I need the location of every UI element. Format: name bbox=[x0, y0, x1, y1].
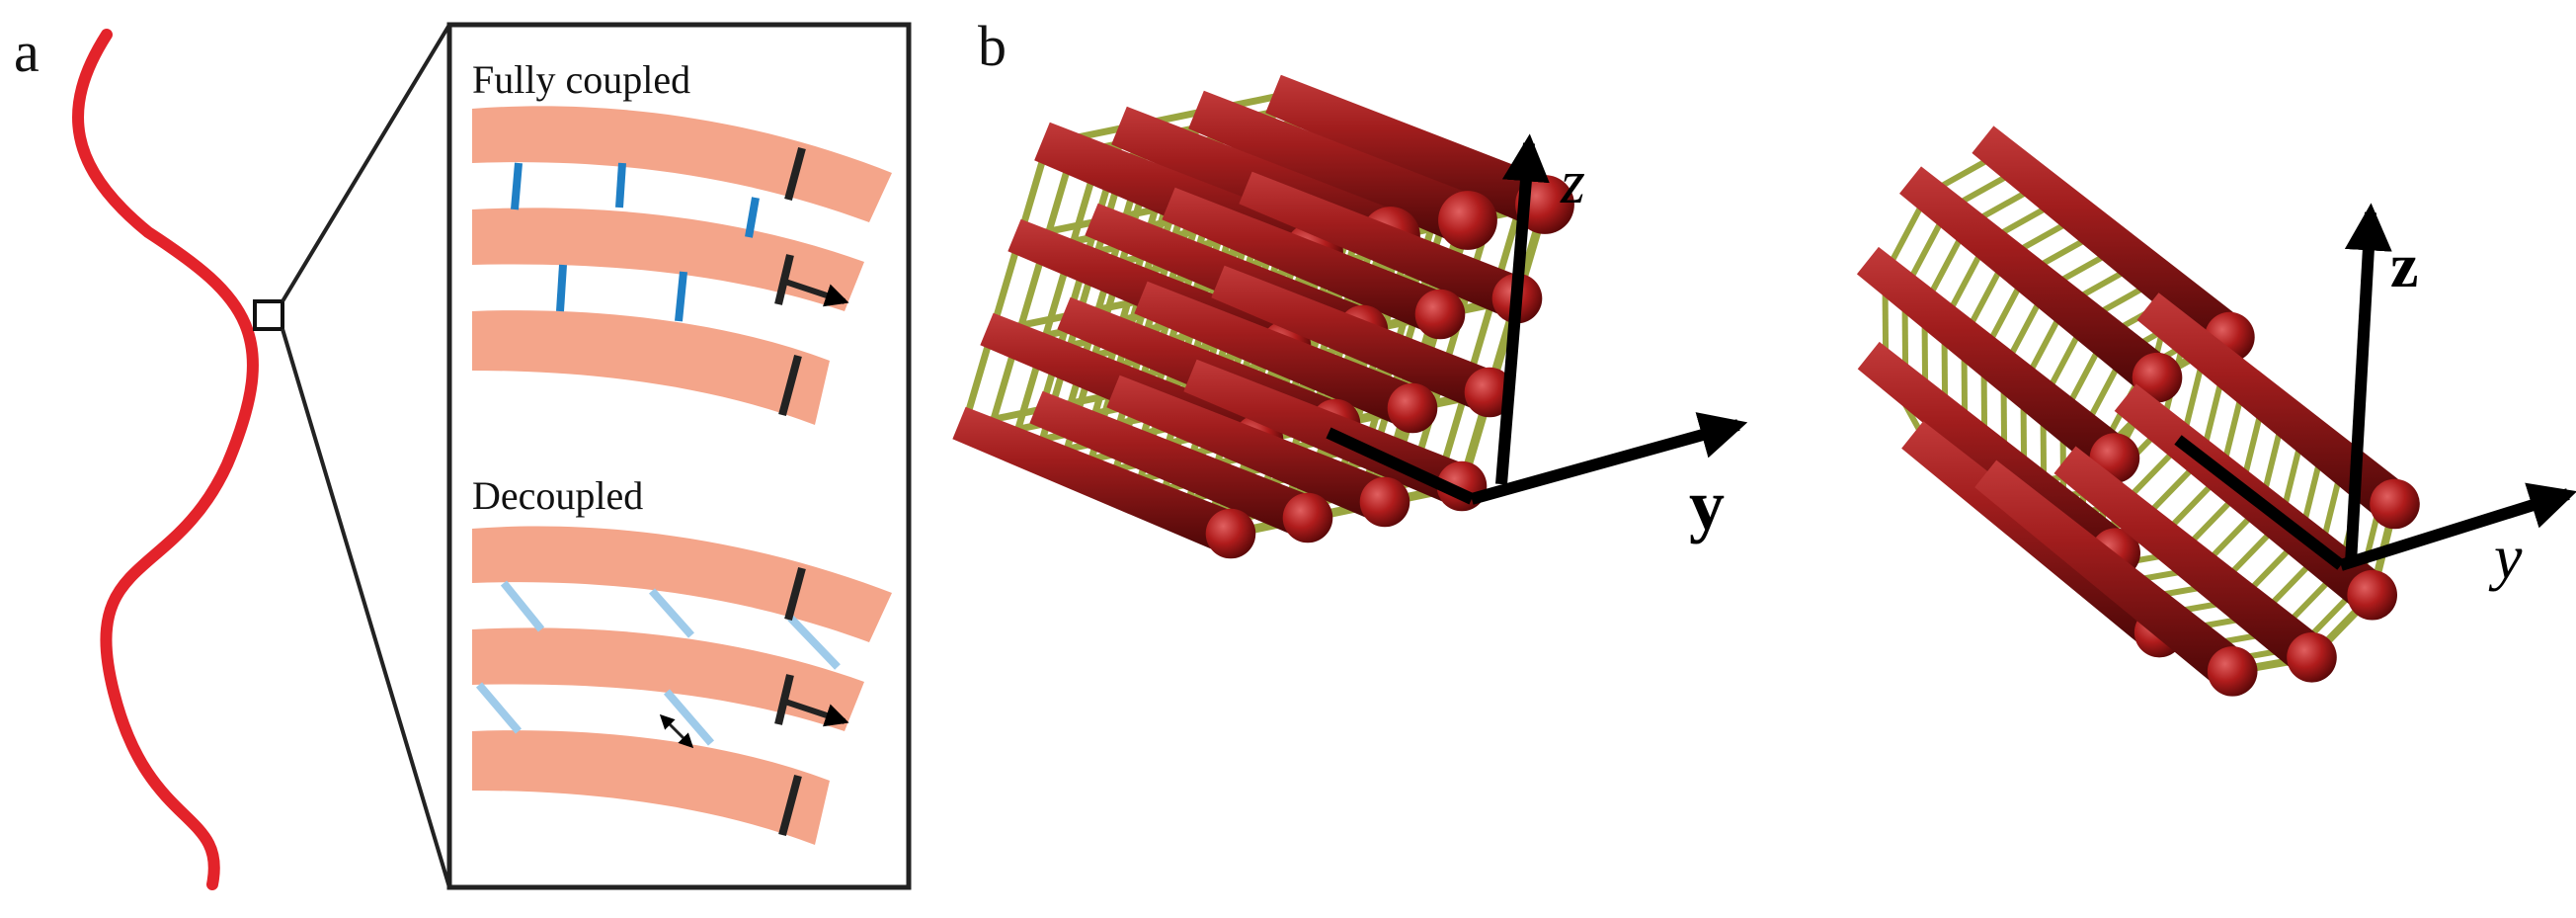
cross-section-line bbox=[784, 146, 806, 202]
filament-cylinder bbox=[2053, 446, 2326, 675]
cross-section-line bbox=[784, 566, 806, 622]
filament-end-cap bbox=[2287, 631, 2337, 683]
cross-section-line bbox=[774, 254, 794, 305]
filament-cylinder bbox=[1239, 171, 1526, 319]
filament-cylinder bbox=[1211, 265, 1498, 413]
coupling-link bbox=[511, 162, 523, 210]
filament-end-cap bbox=[1359, 476, 1410, 528]
z-axis-label: z bbox=[1560, 146, 1585, 216]
filament-cylinder bbox=[1856, 246, 2129, 475]
decoupled-layers bbox=[472, 526, 892, 845]
decoupled-link bbox=[787, 615, 841, 670]
panel-a-label: a bbox=[14, 20, 40, 84]
filament-cylinder bbox=[1265, 74, 1555, 229]
decoupled-title: Decoupled bbox=[472, 473, 643, 518]
filament-end-cap bbox=[2132, 352, 2183, 403]
panel-a: a Fully coupled Decoupled bbox=[14, 20, 912, 890]
decoupled-link bbox=[500, 580, 545, 632]
filament-end-cap bbox=[2207, 646, 2258, 697]
filament-cylinder bbox=[2136, 292, 2409, 522]
z-axis-label: z bbox=[2390, 230, 2418, 300]
filament-cylinder bbox=[1134, 281, 1421, 429]
decoupled-link bbox=[649, 588, 694, 638]
panel-b-label: b bbox=[978, 14, 1006, 78]
zoom-line-top bbox=[281, 23, 451, 303]
y-axis-label: y bbox=[1689, 465, 1725, 544]
filament-end-cap bbox=[1387, 382, 1438, 434]
zoom-line-bottom bbox=[281, 328, 451, 888]
coupling-link bbox=[745, 197, 760, 238]
z-axis bbox=[1495, 133, 1550, 485]
filament-end-cap bbox=[2370, 478, 2420, 530]
filament-cylinder bbox=[1188, 90, 1478, 245]
filament-end-cap bbox=[1438, 191, 1497, 250]
filament-curve bbox=[72, 29, 259, 890]
cross-section-line bbox=[778, 774, 802, 837]
y-axis-label: y bbox=[2488, 522, 2523, 592]
layer-middle bbox=[472, 208, 864, 311]
filament-cylinder bbox=[952, 406, 1240, 554]
zoom-region-marker bbox=[253, 299, 284, 331]
decoupled-link bbox=[475, 682, 523, 734]
z-axis bbox=[2344, 203, 2392, 564]
shift-arrow bbox=[784, 699, 849, 727]
cross-section-line bbox=[778, 354, 802, 417]
filament-end-cap bbox=[1414, 289, 1466, 340]
square-lattice-model: z y bbox=[952, 74, 1748, 559]
coupling-link bbox=[556, 264, 567, 312]
filament-cylinder bbox=[1899, 166, 2171, 395]
filament-cylinder bbox=[1029, 390, 1317, 539]
filament-cylinder bbox=[1162, 187, 1449, 335]
layer-middle bbox=[472, 627, 864, 731]
panel-b: b z y z y bbox=[952, 14, 2576, 697]
layer-bottom bbox=[472, 310, 830, 425]
coupling-link bbox=[615, 162, 626, 209]
round-bundle-model: z y bbox=[1856, 125, 2576, 697]
coupling-link bbox=[675, 271, 687, 322]
shift-arrow bbox=[784, 279, 849, 307]
fully-coupled-title: Fully coupled bbox=[472, 57, 690, 102]
y-axis bbox=[2339, 482, 2576, 571]
fully-coupled-layers bbox=[472, 106, 892, 425]
filament-cylinder bbox=[1106, 375, 1394, 523]
filament-cylinders bbox=[952, 74, 1574, 559]
layer-bottom bbox=[472, 730, 830, 845]
filament-cylinder bbox=[1974, 459, 2246, 689]
x-axis bbox=[2174, 435, 2345, 570]
axis-triad: z y bbox=[2174, 203, 2576, 592]
filament-end-cap bbox=[1282, 492, 1333, 543]
slip-arrow bbox=[659, 713, 694, 749]
y-axis bbox=[1470, 412, 1748, 505]
cross-section-line bbox=[774, 674, 794, 725]
x-axis bbox=[1326, 427, 1475, 505]
filament-end-cap bbox=[2347, 569, 2398, 621]
filament-cylinder bbox=[1972, 125, 2244, 355]
axis-triad: z y bbox=[1326, 133, 1748, 544]
filament-end-cap bbox=[1205, 508, 1256, 559]
